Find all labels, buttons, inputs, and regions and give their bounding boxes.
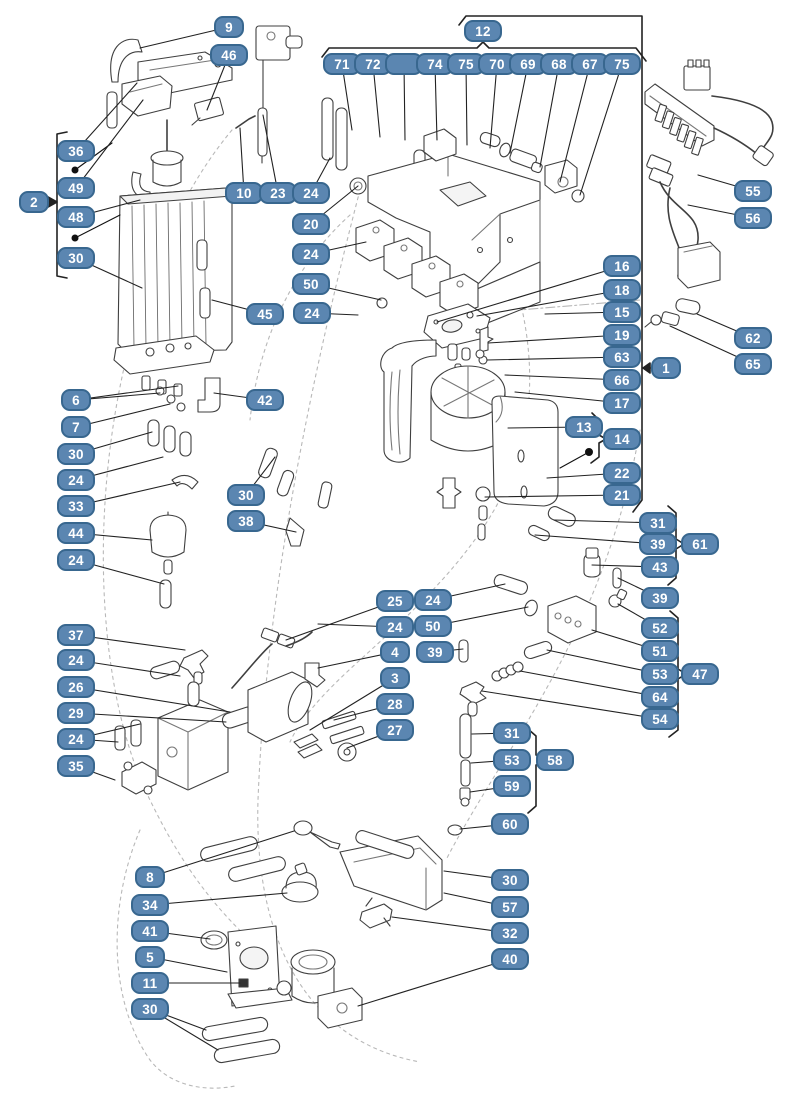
callout-53: 53 — [493, 749, 531, 771]
callout-50: 50 — [292, 273, 330, 295]
thermostat-sketch — [255, 25, 303, 164]
callout-39: 39 — [641, 587, 679, 609]
callout-10: 10 — [225, 182, 263, 204]
callout-6: 6 — [61, 389, 91, 411]
wiring-harness-sketch — [644, 59, 774, 328]
callout-19: 19 — [603, 324, 641, 346]
drip-tray-sketch — [200, 820, 443, 929]
callout-44: 44 — [57, 522, 95, 544]
callout-25: 25 — [376, 590, 414, 612]
callout-34: 34 — [131, 894, 169, 916]
callout-60: 60 — [491, 813, 529, 835]
callout-58: 58 — [536, 749, 574, 771]
callout-33: 33 — [57, 495, 95, 517]
callout-52: 52 — [641, 617, 679, 639]
callout-41: 41 — [131, 920, 169, 942]
callout-18: 18 — [603, 279, 641, 301]
callout-2: 2 — [19, 191, 49, 213]
group-brackets — [47, 15, 687, 814]
callout-42: 42 — [246, 389, 284, 411]
callout-65: 65 — [734, 353, 772, 375]
solenoid-valve-sketch — [200, 925, 363, 1064]
callout-16: 16 — [603, 255, 641, 277]
callout-24: 24 — [292, 243, 330, 265]
callout-39: 39 — [416, 641, 454, 663]
callout-48: 48 — [57, 206, 95, 228]
boiler-assembly-sketch — [380, 303, 559, 541]
callout-67: 67 — [571, 53, 609, 75]
callout-17: 17 — [603, 392, 641, 414]
callout-55: 55 — [734, 180, 772, 202]
callout-30: 30 — [57, 443, 95, 465]
callout-75: 75 — [447, 53, 485, 75]
callout-27: 27 — [376, 719, 414, 741]
callout-45: 45 — [246, 303, 284, 325]
callout-12: 12 — [464, 20, 502, 42]
callout-24: 24 — [376, 616, 414, 638]
callout-24: 24 — [292, 182, 330, 204]
callout-30: 30 — [57, 247, 95, 269]
callout-57: 57 — [491, 896, 529, 918]
callout-38: 38 — [227, 510, 265, 532]
callout-30: 30 — [227, 484, 265, 506]
callout-4: 4 — [380, 641, 410, 663]
water-tank-sketch — [113, 171, 233, 397]
callout-29: 29 — [57, 702, 95, 724]
callout-28: 28 — [376, 693, 414, 715]
callout-9: 9 — [214, 16, 244, 38]
callout-14: 14 — [603, 428, 641, 450]
callout-37: 37 — [57, 624, 95, 646]
callout-21: 21 — [603, 484, 641, 506]
callout-32: 32 — [491, 922, 529, 944]
callout-11: 11 — [131, 972, 169, 994]
callout-35: 35 — [57, 755, 95, 777]
callout-24: 24 — [57, 469, 95, 491]
callout-1: 1 — [651, 357, 681, 379]
callout-13: 13 — [565, 416, 603, 438]
callout-62: 62 — [734, 327, 772, 349]
callout-54: 54 — [641, 708, 679, 730]
callout-46: 46 — [210, 44, 248, 66]
callout-63: 63 — [603, 346, 641, 368]
callout-22: 22 — [603, 462, 641, 484]
callout-5: 5 — [135, 946, 165, 968]
callout-40: 40 — [491, 948, 529, 970]
callout-30: 30 — [491, 869, 529, 891]
callout-51: 51 — [641, 640, 679, 662]
callout-20: 20 — [292, 213, 330, 235]
callout-49: 49 — [57, 177, 95, 199]
callout-47: 47 — [681, 663, 719, 685]
callout-24: 24 — [293, 302, 331, 324]
callout-3: 3 — [380, 667, 410, 689]
callout-53: 53 — [641, 663, 679, 685]
callout-31: 31 — [639, 512, 677, 534]
callout-72: 72 — [354, 53, 392, 75]
callout-66: 66 — [603, 369, 641, 391]
callout-15: 15 — [603, 301, 641, 323]
callout-61: 61 — [681, 533, 719, 555]
callout-43: 43 — [641, 556, 679, 578]
callout-24: 24 — [57, 728, 95, 750]
callout-24: 24 — [57, 649, 95, 671]
callout-31: 31 — [493, 722, 531, 744]
callout-68: 68 — [540, 53, 578, 75]
callout-24: 24 — [57, 549, 95, 571]
callout-56: 56 — [734, 207, 772, 229]
callout-59: 59 — [493, 775, 531, 797]
callout-75: 75 — [603, 53, 641, 75]
callout-36: 36 — [57, 140, 95, 162]
steam-valve-fittings-sketch — [447, 506, 628, 836]
callout-64: 64 — [641, 686, 679, 708]
callout-30: 30 — [131, 998, 169, 1020]
callout-24: 24 — [414, 589, 452, 611]
callout-26: 26 — [57, 676, 95, 698]
pump-assembly-sketch — [114, 627, 365, 795]
callout-8: 8 — [135, 866, 165, 888]
callout-7: 7 — [61, 416, 91, 438]
callout-39: 39 — [639, 533, 677, 555]
callout-50: 50 — [414, 615, 452, 637]
